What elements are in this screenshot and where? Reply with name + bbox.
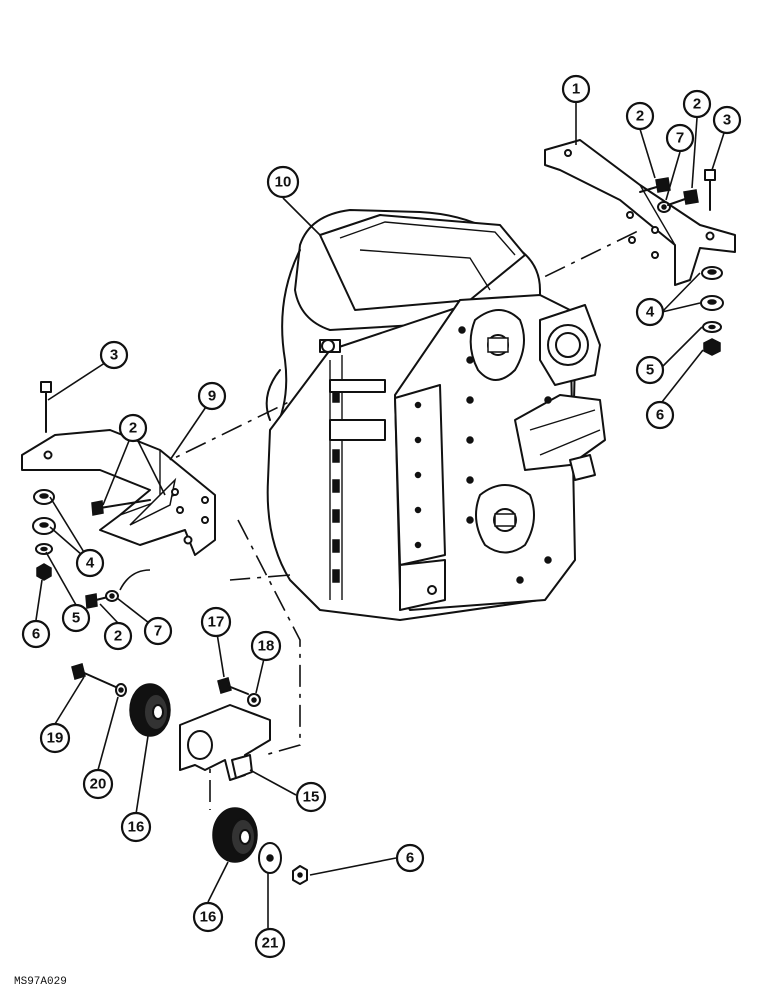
right-mount-bracket	[544, 139, 736, 286]
upper-isolator-assembly	[71, 663, 171, 737]
callout-21: 21	[254, 927, 286, 959]
callout-17: 17	[200, 606, 232, 638]
callout-label: 1	[572, 81, 580, 98]
callout-label: 7	[154, 623, 162, 640]
callout-label: 5	[646, 362, 654, 379]
callout-label: 19	[47, 730, 64, 747]
callout-label: 4	[646, 304, 655, 321]
callout-label: 9	[208, 388, 216, 405]
callout-9: 9	[197, 381, 227, 411]
callout-5: 5	[61, 603, 91, 633]
callout-16: 16	[120, 811, 152, 843]
callout-label: 6	[32, 626, 40, 643]
callout-1: 1	[561, 74, 591, 104]
callout-label: 10	[275, 174, 292, 191]
callout-label: 2	[129, 420, 137, 437]
callout-2: 2	[625, 101, 655, 131]
callout-label: 3	[110, 347, 118, 364]
callout-label: 5	[72, 610, 80, 627]
callout-label: 15	[303, 789, 320, 806]
lower-mount-bracket	[179, 704, 271, 781]
callout-label: 4	[86, 555, 95, 572]
callout-7: 7	[665, 123, 695, 153]
figure-reference: MS97A029	[14, 976, 67, 988]
callout-4: 4	[635, 297, 665, 327]
callout-label: 7	[676, 130, 684, 147]
left-mount-hardware	[32, 381, 151, 609]
callout-label: 18	[258, 638, 275, 655]
callout-2: 2	[118, 413, 148, 443]
callout-label: 20	[90, 776, 107, 793]
leader-lines	[35, 102, 725, 928]
callout-19: 19	[39, 722, 71, 754]
callout-label: 3	[723, 112, 731, 129]
callout-7: 7	[143, 616, 173, 646]
callout-label: 6	[656, 407, 664, 424]
callout-label: 2	[693, 96, 701, 113]
callout-2: 2	[103, 621, 133, 651]
callout-label: 21	[262, 935, 279, 952]
callout-2: 2	[682, 89, 712, 119]
callout-3: 3	[99, 340, 129, 370]
callout-label: 16	[200, 909, 217, 926]
callout-18: 18	[250, 630, 282, 662]
callout-20: 20	[82, 768, 114, 800]
callout-6: 6	[21, 619, 51, 649]
transmission-housing	[265, 209, 606, 621]
lower-isolator-assembly	[212, 807, 308, 885]
callout-4: 4	[75, 548, 105, 578]
callout-15: 15	[295, 781, 327, 813]
callout-label: 6	[406, 850, 414, 867]
right-mount-hardware	[639, 169, 724, 356]
callout-3: 3	[712, 105, 742, 135]
callout-label: 2	[114, 628, 122, 645]
callout-16: 16	[192, 901, 224, 933]
callout-label: 16	[128, 819, 145, 836]
callout-6: 6	[645, 400, 675, 430]
callout-10: 10	[266, 165, 300, 199]
callout-label: 17	[208, 614, 225, 631]
callout-5: 5	[635, 355, 665, 385]
callout-label: 2	[636, 108, 644, 125]
callout-6: 6	[395, 843, 425, 873]
bolt-and-washer-17-18	[217, 677, 261, 707]
